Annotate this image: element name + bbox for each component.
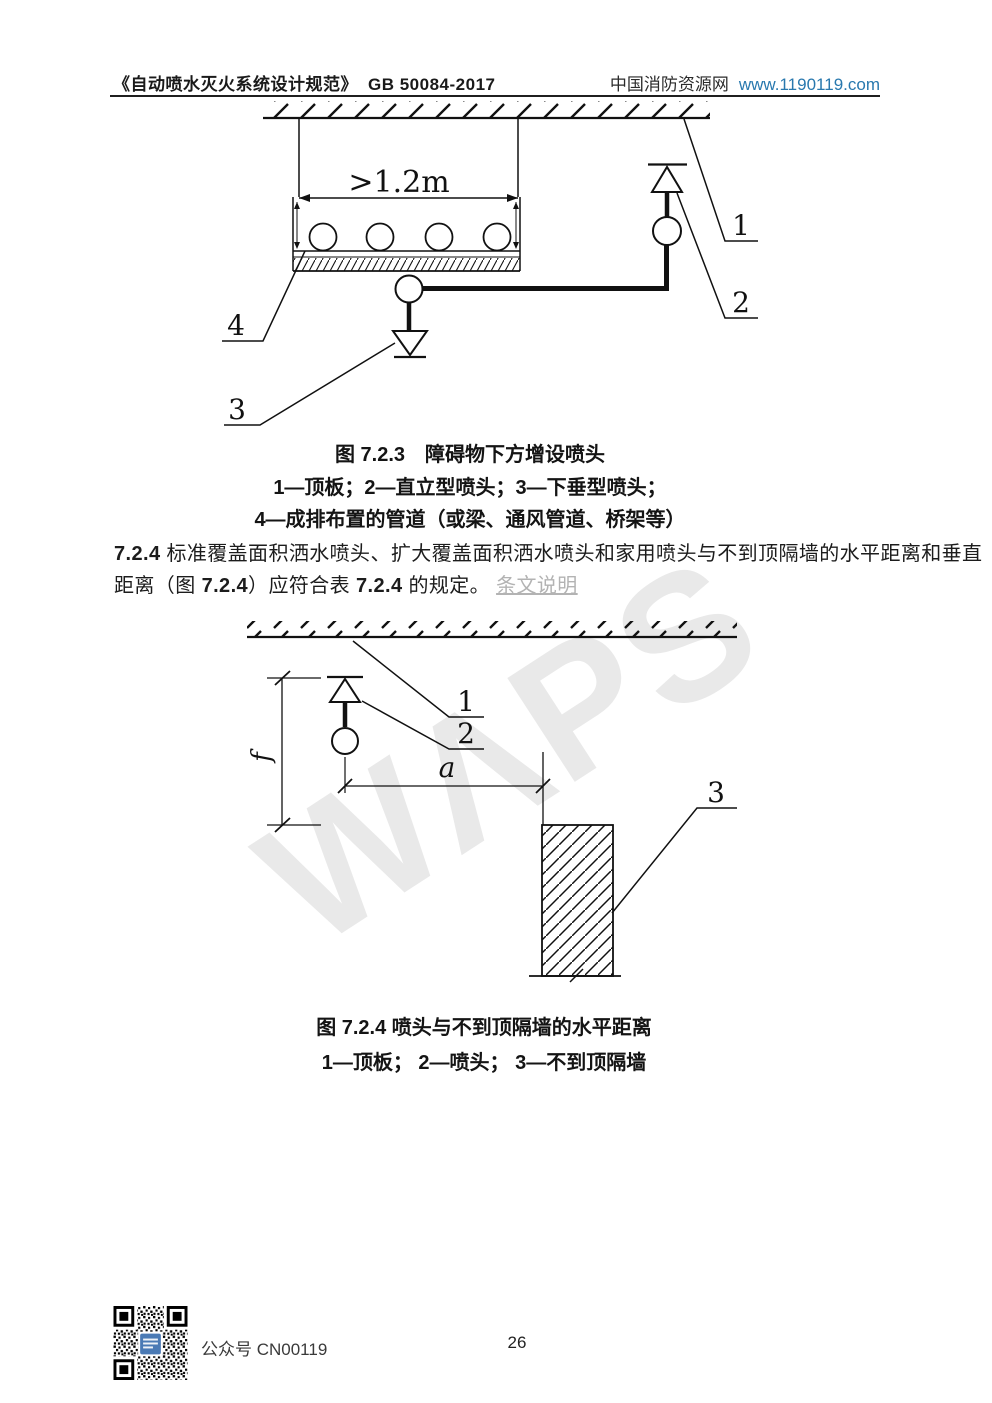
fig724-leaders xyxy=(352,640,737,914)
figure-723-drawing: >1.2m xyxy=(222,101,758,426)
upright-sprinkler-symbol xyxy=(648,163,687,246)
table-ref: 7.2.4 xyxy=(356,575,403,597)
header-site: 中国消防资源网 www.1190119.com xyxy=(610,70,880,95)
fig724-part-3: 3 xyxy=(707,776,725,809)
standard-name: 《自动喷水灭火系统设计规范》 xyxy=(113,75,358,94)
fig723-ceiling xyxy=(263,101,710,120)
fig724-dim-a xyxy=(337,752,551,825)
pipe-circle xyxy=(365,222,395,252)
clause-text: 距离（图 xyxy=(114,575,202,597)
figure-724-drawing: f a 1 2 xyxy=(247,621,737,983)
pipe-circle xyxy=(482,222,512,252)
fig723-duct-tray xyxy=(292,118,521,272)
qr-code xyxy=(113,1306,188,1380)
fig724-dim-f xyxy=(267,670,321,833)
clause-text: 标准覆盖面积洒水喷头、扩大覆盖面积洒水喷头和家用喷头与不到顶隔墙的水平距离和垂直 xyxy=(166,543,983,565)
standard-code: GB 50084-2017 xyxy=(368,75,496,94)
fig723-part-2: 2 xyxy=(732,286,750,319)
fig724-sprinkler-symbol xyxy=(327,675,363,793)
page-number: 26 xyxy=(507,1333,527,1352)
figure-ref: 7.2.4 xyxy=(201,575,249,597)
fig723-caption-title: 图 7.2.3 障碍物下方增设喷头 xyxy=(334,444,606,466)
qr-center-logo xyxy=(138,1331,163,1357)
clause-724-line-1: 7.2.4 标准覆盖面积洒水喷头、扩大覆盖面积洒水喷头和家用喷头与不到顶隔墙的水… xyxy=(114,537,982,566)
wechat-account-label: 公众号 CN00119 xyxy=(201,1340,328,1359)
fig724-dim-a-label: a xyxy=(439,751,456,784)
pendent-sprinkler-symbol xyxy=(391,274,429,359)
fig723-branch-pipe xyxy=(422,245,669,291)
fig723-caption-legend-2: 4—成排布置的管道（或梁、通风管道、桥架等） xyxy=(254,509,686,531)
header-rule xyxy=(110,95,880,97)
fig723-leaders xyxy=(222,118,758,426)
fig724-partition-wall xyxy=(529,824,621,983)
clause-text: 的规定。 xyxy=(402,575,491,597)
clause-explanation-link[interactable]: 条文说明 xyxy=(496,575,578,597)
clause-text: ）应符合表 xyxy=(248,575,357,597)
fig724-part-2: 2 xyxy=(457,717,475,750)
clause-number: 7.2.4 xyxy=(114,543,161,565)
clause-724-line-2: 距离（图 7.2.4）应符合表 7.2.4 的规定。条文说明 xyxy=(114,569,884,598)
fig723-caption-legend-1: 1—顶板；2—直立型喷头；3—下垂型喷头； xyxy=(273,477,667,499)
header-document-title: 《自动喷水灭火系统设计规范》 GB 50084-2017 xyxy=(113,70,495,95)
fig724-part-1: 1 xyxy=(457,685,475,718)
fig723-dim-label: >1.2m xyxy=(348,165,449,200)
pipe-circle xyxy=(308,222,338,252)
fig724-ceiling xyxy=(247,621,737,639)
fig724-dim-f-label: f xyxy=(247,748,277,764)
site-url-link[interactable]: www.1190119.com xyxy=(738,75,880,94)
fig724-caption-title: 图 7.2.4 喷头与不到顶隔墙的水平距离 xyxy=(316,1017,652,1039)
fig723-part-3: 3 xyxy=(228,393,246,426)
pipe-circle xyxy=(424,222,454,252)
qr-finder-patterns xyxy=(113,1306,188,1380)
site-name: 中国消防资源网 xyxy=(609,75,729,94)
fig724-caption-legend-1: 1—顶板； 2—喷头； 3—不到顶隔墙 xyxy=(321,1052,647,1074)
fig723-part-4: 4 xyxy=(227,309,245,342)
fig723-part-1: 1 xyxy=(732,209,750,242)
